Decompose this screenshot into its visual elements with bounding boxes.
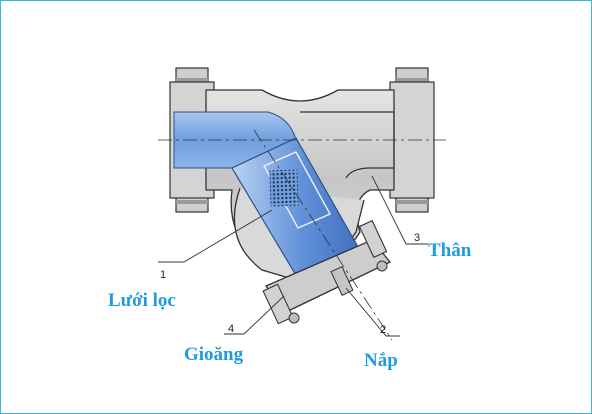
label-luoi-loc: Lưới lọc <box>108 290 176 311</box>
label-gioang: Gioăng <box>184 344 244 365</box>
center-lines <box>158 129 446 341</box>
strainer-cap <box>262 219 392 325</box>
leader-lines <box>158 175 428 337</box>
label-nap: Nắp <box>364 350 398 371</box>
part-number-3: 3 <box>414 232 420 244</box>
part-number-4: 4 <box>228 323 234 335</box>
label-than: Thân <box>428 240 472 261</box>
part-number-2: 2 <box>380 324 386 336</box>
part-number-1: 1 <box>160 269 166 281</box>
strainer-screen <box>231 137 363 283</box>
